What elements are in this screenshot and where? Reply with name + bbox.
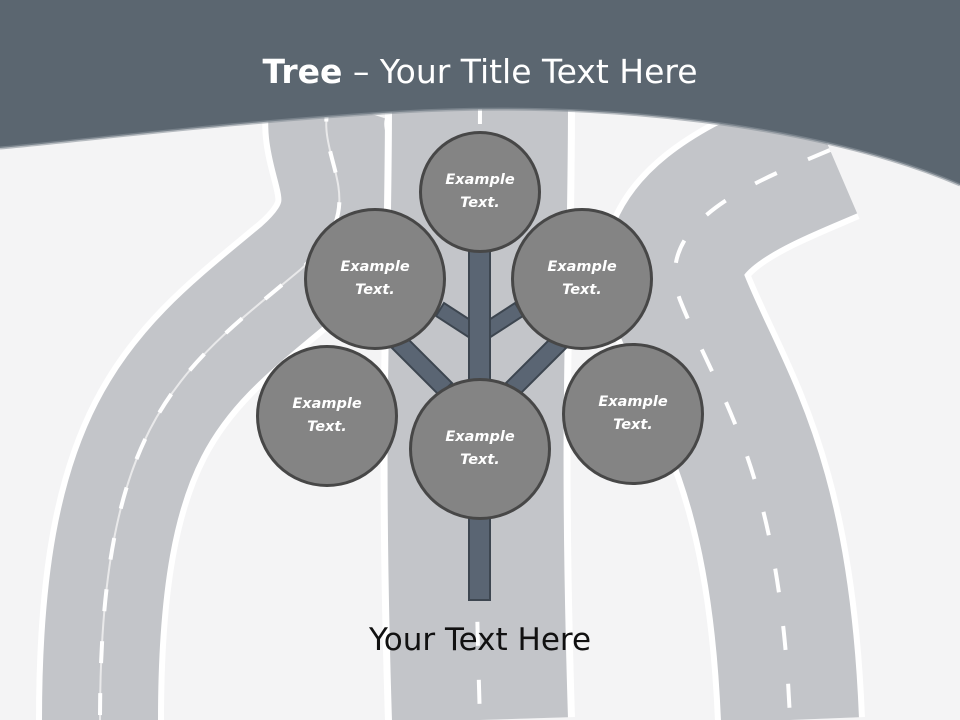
slide-title: Tree – Your Title Text Here — [0, 52, 960, 91]
node-center-label: Example Text. — [445, 429, 515, 468]
title-bold: Tree — [262, 52, 343, 91]
node-center: Example Text. — [409, 378, 551, 520]
node-upper-left-label: Example Text. — [340, 259, 410, 298]
title-rest: Your Title Text Here — [379, 52, 698, 91]
node-upper-left: Example Text. — [304, 208, 446, 350]
node-top-label: Example Text. — [445, 172, 515, 211]
node-lower-right-label: Example Text. — [598, 394, 668, 433]
node-top: Example Text. — [419, 131, 541, 253]
node-lower-left: Example Text. — [256, 345, 398, 487]
node-lower-right: Example Text. — [562, 343, 704, 485]
node-lower-left-label: Example Text. — [292, 396, 362, 435]
node-upper-right: Example Text. — [511, 208, 653, 350]
bottom-caption: Your Text Here — [368, 622, 592, 658]
node-upper-right-label: Example Text. — [547, 259, 617, 298]
title-dash: – — [342, 52, 380, 91]
